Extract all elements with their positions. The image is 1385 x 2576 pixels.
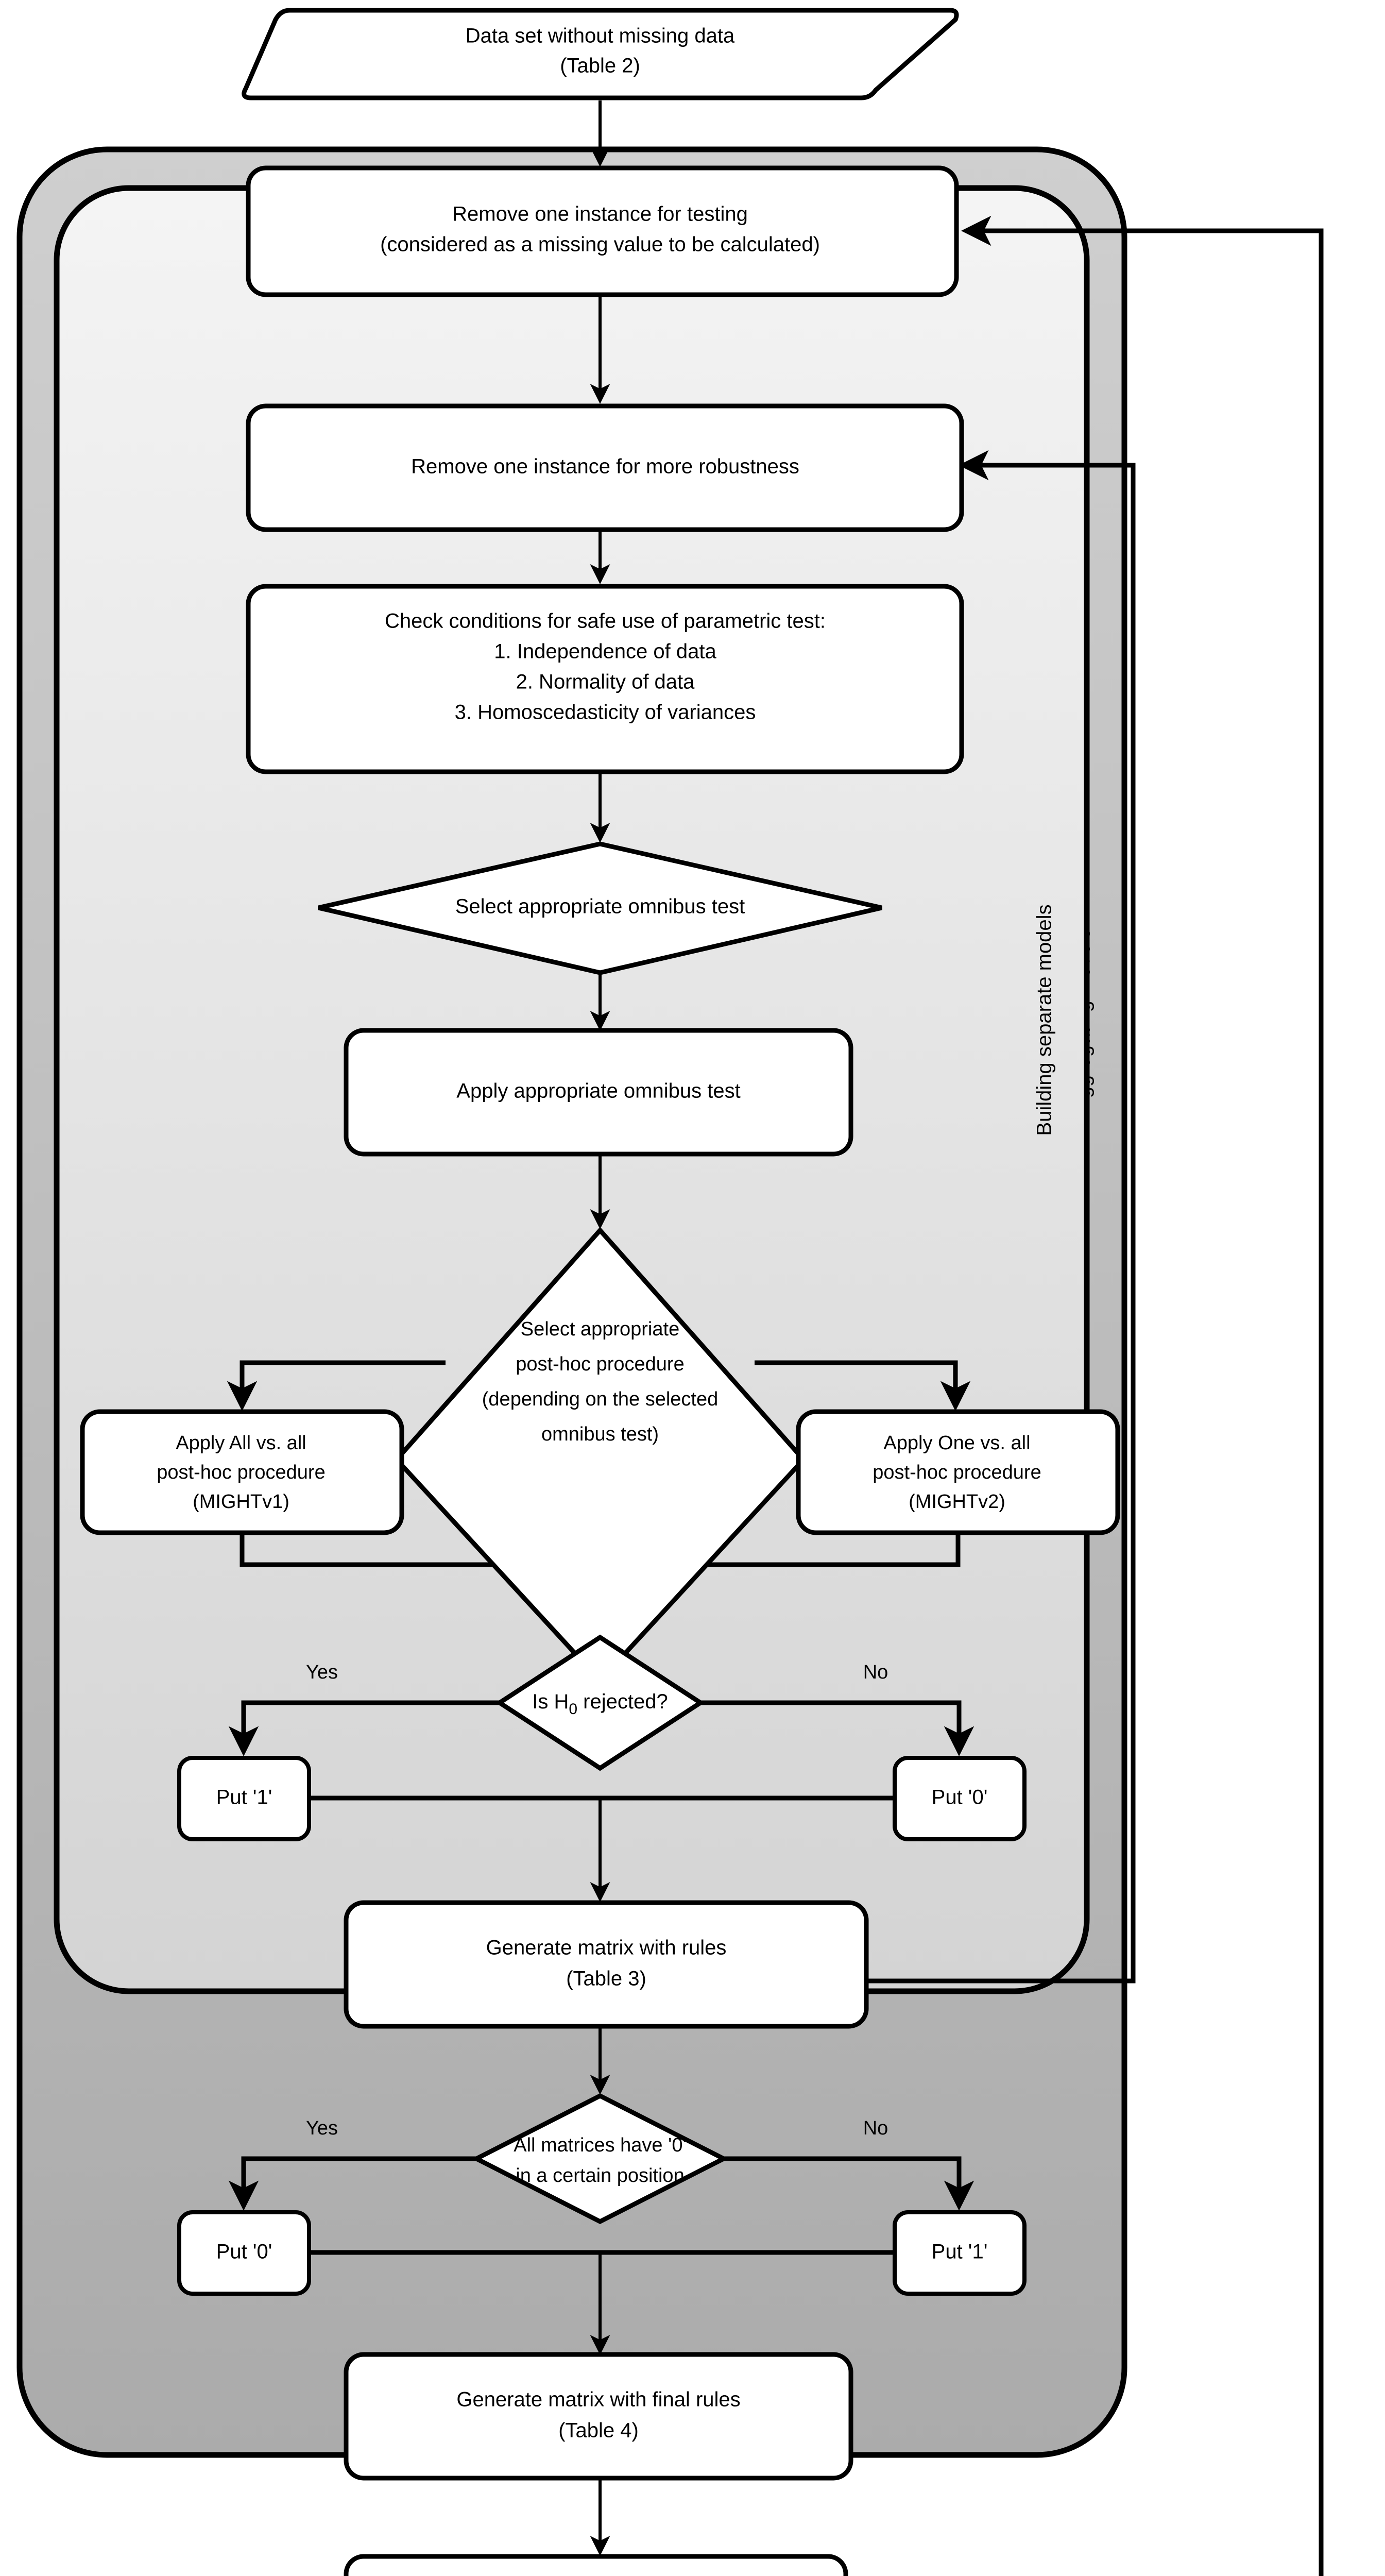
node-remove-testing[interactable]: Remove one instance for testing (conside… (246, 165, 959, 297)
put-1-right-label: Put '1' (932, 2241, 988, 2263)
node-posthoc-one-vs-all[interactable]: Apply One vs. all post-hoc procedure (MI… (796, 1409, 1120, 1535)
dataset-parallelogram-shape (242, 8, 959, 100)
select-posthoc-line-3: (depending on the selected (482, 1388, 718, 1410)
edge-label-h0-yes: Yes (306, 1662, 338, 1683)
posthoc-all-line-1: Apply All vs. all (176, 1432, 306, 1454)
select-posthoc-line-4: omnibus test) (541, 1423, 659, 1445)
node-put-1-right[interactable]: Put '1' (893, 2210, 1027, 2296)
put-0-right-label: Put '0' (932, 1786, 988, 1809)
put-0-left-box (177, 2210, 311, 2296)
edge-label-matrices-yes: Yes (306, 2117, 338, 2139)
node-apply-omnibus[interactable]: Apply appropriate omnibus test (344, 1028, 853, 1157)
h0-rejected-diamond (495, 1634, 705, 1771)
generate-rules-line-1: Generate matrix with rules (486, 1937, 727, 1959)
select-omnibus-diamond (317, 841, 883, 975)
generate-final-rules-line-2: (Table 4) (558, 2419, 639, 2442)
edge-h0-yes (228, 1700, 502, 1756)
node-posthoc-all-vs-all[interactable]: Apply All vs. all post-hoc procedure (MI… (80, 1409, 404, 1535)
node-generate-final-rules[interactable]: Generate matrix with final rules (Table … (344, 2352, 853, 2481)
edge-inner-feedback-loop (864, 450, 1136, 1984)
generate-final-rules-box (344, 2352, 853, 2481)
connectors (227, 100, 1324, 2576)
node-check-conditions[interactable]: Check conditions for safe use of paramet… (246, 584, 964, 774)
node-select-omnibus[interactable]: Select appropriate omnibus test (317, 841, 883, 975)
band-label-building: Building separate models (1033, 904, 1056, 1136)
put-0-right-box (893, 1756, 1027, 1841)
put-1-left-box (177, 1756, 311, 1841)
node-select-posthoc[interactable]: Select appropriate post-hoc procedure (d… (393, 1227, 807, 1684)
put-1-right-box (893, 2210, 1027, 2296)
node-put-0-left[interactable]: Put '0' (177, 2210, 311, 2296)
calculate-missing-value-box (344, 2554, 848, 2576)
check-conditions-line-3: 2. Normality of data (516, 671, 695, 693)
node-put-1-left[interactable]: Put '1' (177, 1756, 311, 1841)
posthoc-one-line-1: Apply One vs. all (883, 1432, 1030, 1454)
edge-label-matrices-no: No (863, 2117, 888, 2139)
select-posthoc-line-1: Select appropriate (521, 1318, 679, 1340)
dataset-line-2: (Table 2) (560, 55, 640, 77)
posthoc-all-box (80, 1409, 404, 1535)
generate-final-rules-line-1: Generate matrix with final rules (456, 2388, 740, 2411)
remove-testing-line-1: Remove one instance for testing (452, 203, 748, 226)
remove-robustness-box (246, 403, 964, 532)
edge-matrices-no (699, 2156, 974, 2211)
node-calculate-missing-value[interactable]: Calculate missing value (Equations 1 and… (344, 2554, 848, 2576)
remove-testing-box (246, 165, 959, 297)
posthoc-one-line-3: (MIGHTv2) (909, 1491, 1005, 1513)
apply-omnibus-label: Apply appropriate omnibus test (456, 1080, 740, 1103)
select-posthoc-line-2: post-hoc procedure (516, 1353, 684, 1375)
posthoc-all-line-2: post-hoc procedure (157, 1462, 325, 1483)
edge-outer-feedback-loop (961, 215, 1324, 2576)
node-generate-rules[interactable]: Generate matrix with rules (Table 3) (344, 1900, 869, 2029)
edge-label-h0-no: No (863, 1662, 888, 1683)
posthoc-all-line-3: (MIGHTv1) (193, 1491, 289, 1513)
node-remove-robustness[interactable]: Remove one instance for more robustness (246, 403, 964, 532)
all-matrices-zero-diamond (471, 2093, 729, 2225)
remove-robustness-label: Remove one instance for more robustness (411, 455, 799, 478)
dataset-line-1: Data set without missing data (466, 25, 735, 47)
node-dataset[interactable]: Data set without missing data (Table 2) (242, 8, 959, 100)
edge-matrices-yes (228, 2156, 502, 2211)
check-conditions-line-4: 3. Homoscedasticity of variances (455, 701, 756, 724)
edge-posthoc-right-branch (755, 1360, 971, 1411)
apply-omnibus-box (344, 1028, 853, 1157)
check-conditions-line-2: 1. Independence of data (494, 640, 716, 663)
posthoc-one-line-2: post-hoc procedure (873, 1462, 1041, 1483)
edge-h0-no (699, 1700, 974, 1756)
edge-posthoc-left-branch (227, 1360, 446, 1411)
check-conditions-box (246, 584, 964, 774)
generate-rules-line-2: (Table 3) (566, 1968, 646, 1990)
all-matrices-zero-line-2: in a certain position (516, 2165, 684, 2187)
h0-rejected-label: Is H0 rejected? (532, 1690, 668, 1718)
select-omnibus-label: Select appropriate omnibus test (455, 895, 745, 918)
check-conditions-line-1: Check conditions for safe use of paramet… (385, 610, 826, 633)
all-matrices-zero-line-1: All matrices have '0' (514, 2134, 687, 2156)
put-0-left-label: Put '0' (216, 2241, 272, 2263)
put-1-left-label: Put '1' (216, 1786, 272, 1809)
remove-testing-line-2: (considered as a missing value to be cal… (380, 233, 820, 256)
node-put-0-right[interactable]: Put '0' (893, 1756, 1027, 1841)
posthoc-one-box (796, 1409, 1120, 1535)
node-all-matrices-zero[interactable]: All matrices have '0' in a certain posit… (471, 2093, 729, 2225)
generate-rules-box (344, 1900, 869, 2029)
node-h0-rejected[interactable]: Is H0 rejected? (495, 1634, 705, 1771)
